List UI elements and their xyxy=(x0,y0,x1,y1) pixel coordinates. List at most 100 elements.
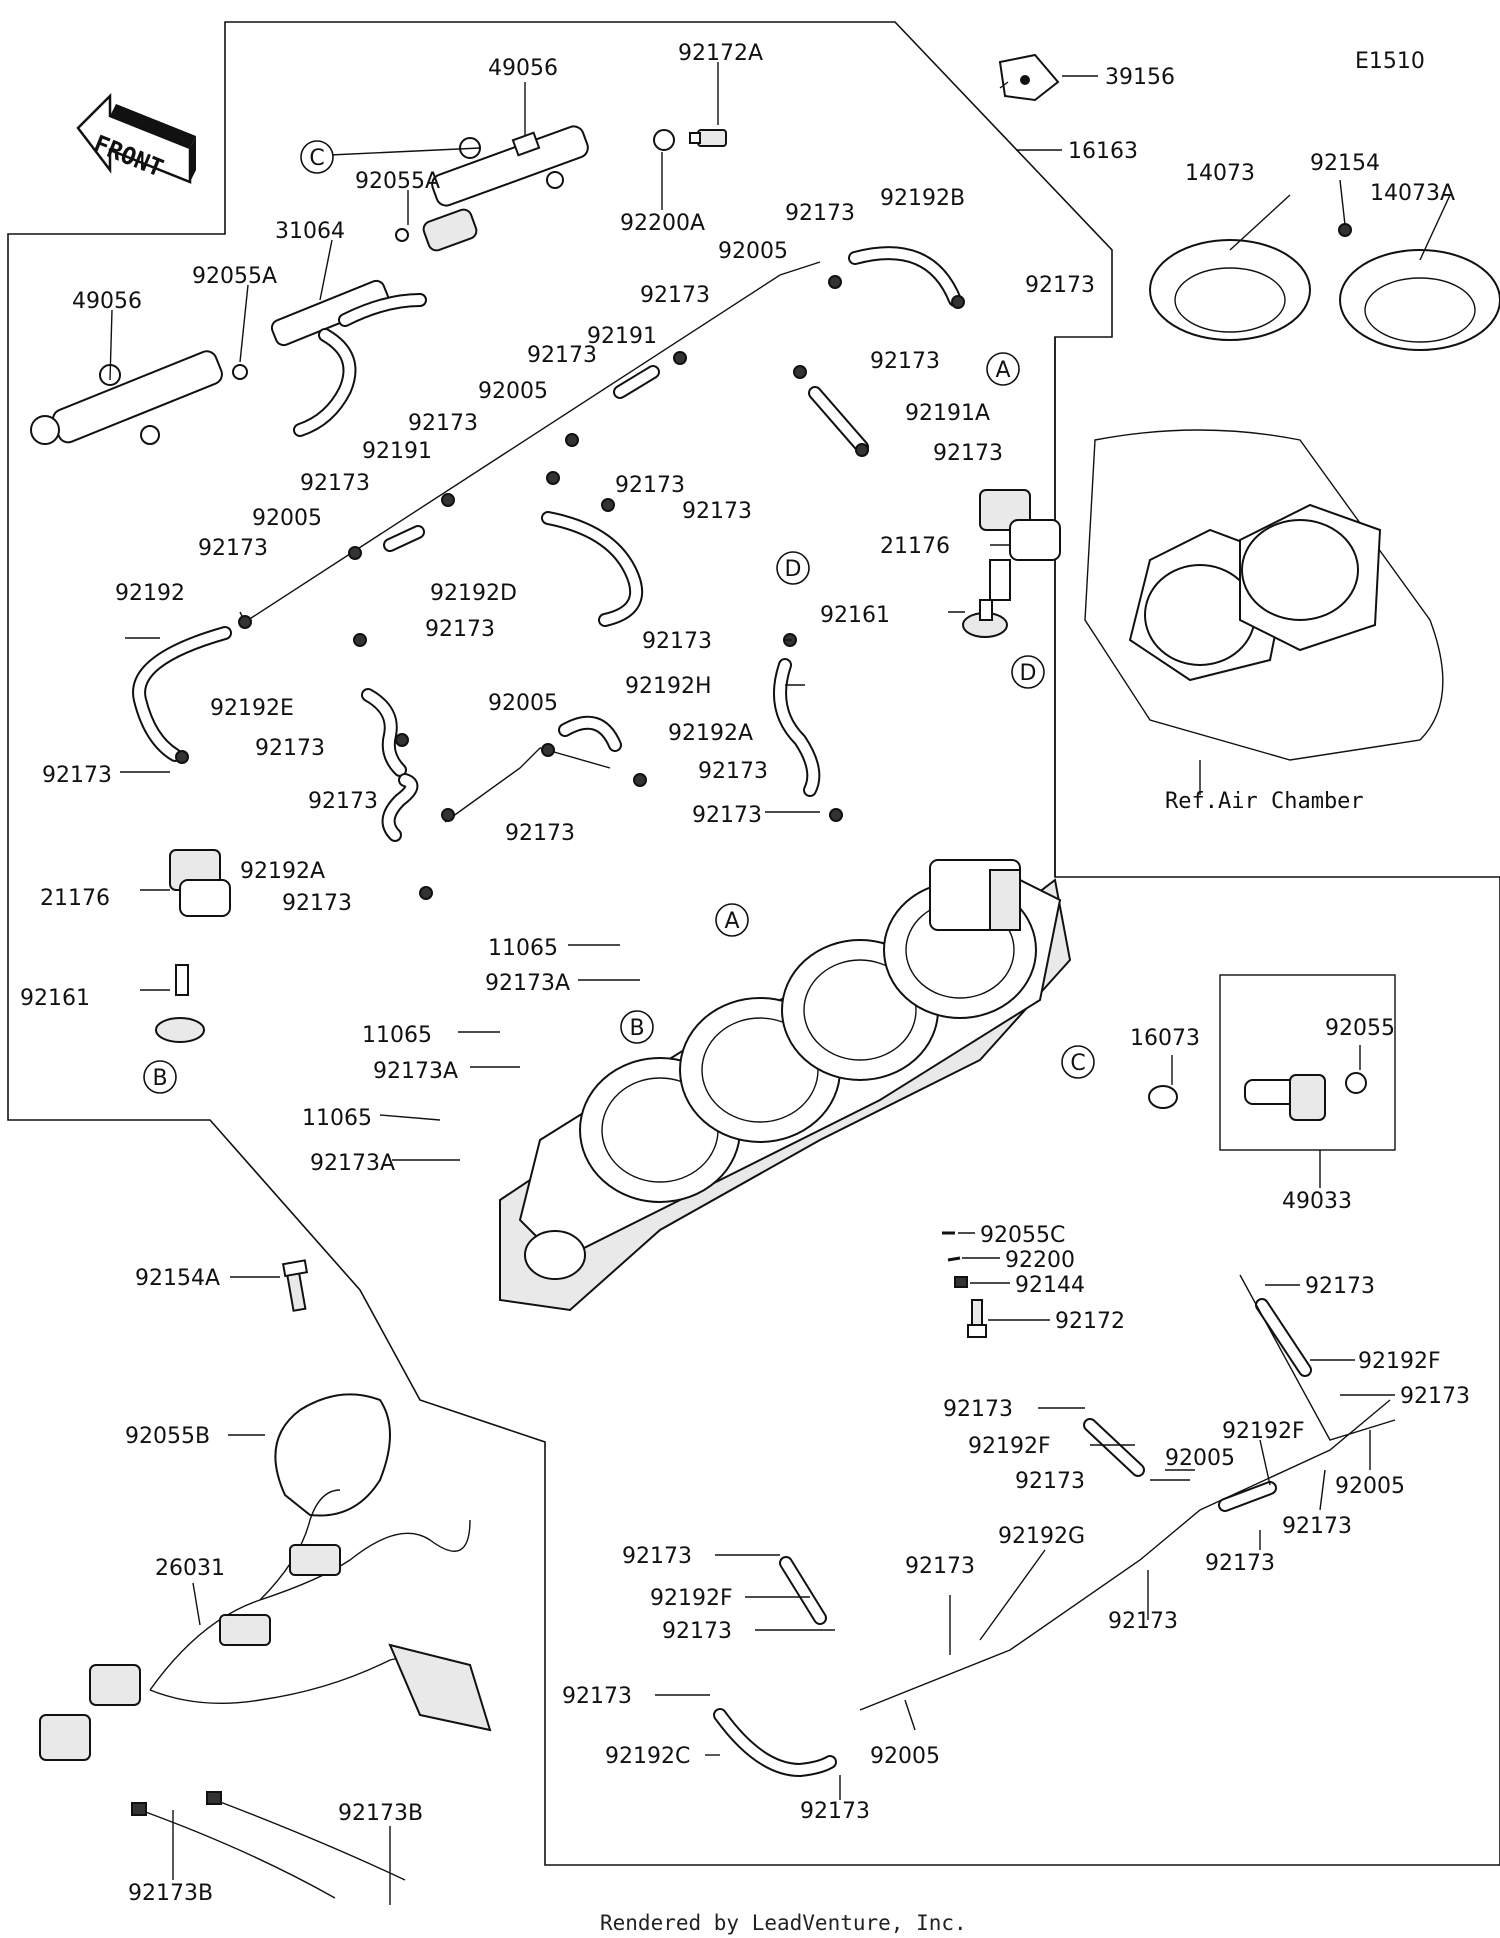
part-label: 92173 xyxy=(682,499,752,524)
part-label: 92173 xyxy=(622,1544,692,1569)
part-label: 92005 xyxy=(252,506,322,531)
part-label: 92192 xyxy=(115,581,185,606)
part-label: 92173 xyxy=(198,536,268,561)
part-label: 92191A xyxy=(905,401,990,426)
vacuum-hose-network xyxy=(132,246,962,842)
part-label: 92173 xyxy=(662,1619,732,1644)
part-label: 92192F xyxy=(968,1434,1051,1459)
part-label: 92055A xyxy=(355,169,440,194)
part-label: 92173 xyxy=(505,821,575,846)
part-39156-block xyxy=(998,53,1060,102)
part-label: 92173 xyxy=(800,1799,870,1824)
part-label: 92173 xyxy=(698,759,768,784)
part-label: 14073A xyxy=(1370,181,1455,206)
part-label: 92055B xyxy=(125,1424,210,1449)
part-label: 92172A xyxy=(678,41,763,66)
part-label: 92173A xyxy=(310,1151,395,1176)
part-label: 16163 xyxy=(1068,139,1138,164)
part-label: 92200A xyxy=(620,211,705,236)
part-label: 92055A xyxy=(192,264,277,289)
part-label: 31064 xyxy=(275,219,345,244)
part-label: 92173 xyxy=(1025,273,1095,298)
part-label: 92192F xyxy=(650,1586,733,1611)
part-label: 92173 xyxy=(1400,1384,1470,1409)
callout-letter: A xyxy=(724,909,739,934)
part-label: 92005 xyxy=(1165,1446,1235,1471)
part-label: 92192G xyxy=(998,1524,1085,1549)
part-label: 92173 xyxy=(933,441,1003,466)
callout-letter: D xyxy=(785,557,802,582)
part-label: 16073 xyxy=(1130,1026,1200,1051)
callout-letter: A xyxy=(995,358,1010,383)
part-label: 92154A xyxy=(135,1266,220,1291)
part-label: 92192A xyxy=(668,721,753,746)
part-label: 21176 xyxy=(880,534,950,559)
leader-lines xyxy=(109,62,1451,1905)
part-label: 92173 xyxy=(692,803,762,828)
part-label: 92173 xyxy=(615,473,685,498)
air-chamber-inset xyxy=(1084,223,1500,761)
callout-mark-a-2: A xyxy=(715,903,749,937)
callout-mark-b-2: B xyxy=(620,1010,654,1044)
part-label: 49033 xyxy=(1282,1189,1352,1214)
fuel-rail-upper xyxy=(422,125,589,252)
part-label: 92173 xyxy=(425,617,495,642)
part-label: 14073 xyxy=(1185,161,1255,186)
part-label: 49056 xyxy=(488,56,558,81)
part-label: 92173 xyxy=(562,1684,632,1709)
part-label: 92173 xyxy=(308,789,378,814)
part-label: 92173 xyxy=(943,1397,1013,1422)
part-label: 92055 xyxy=(1325,1016,1395,1041)
part-label: 92192C xyxy=(605,1744,690,1769)
callout-letter: C xyxy=(309,146,324,171)
diagram-code: E1510 xyxy=(1355,49,1425,74)
part-label: 92173B xyxy=(338,1801,423,1826)
bolt-92154A xyxy=(281,1259,309,1312)
part-label: 92154 xyxy=(1310,151,1380,176)
part-label: 92005 xyxy=(488,691,558,716)
part-label: 11065 xyxy=(362,1023,432,1048)
callout-mark-c-1: C xyxy=(300,140,334,174)
part-label: 92161 xyxy=(20,986,90,1011)
part-label: 92173 xyxy=(785,201,855,226)
part-label: 92005 xyxy=(1335,1474,1405,1499)
part-label: 92144 xyxy=(1015,1273,1085,1298)
part-label: 92173 xyxy=(408,411,478,436)
credit-text: Rendered by LeadVenture, Inc. xyxy=(600,1911,967,1935)
part-label: 11065 xyxy=(302,1106,372,1131)
part-label: 92173 xyxy=(1305,1274,1375,1299)
part-label: 92005 xyxy=(870,1744,940,1769)
bolt-92172A xyxy=(653,129,727,151)
part-label: 92173A xyxy=(373,1059,458,1084)
part-label: 92173A xyxy=(485,971,570,996)
part-label: 92192F xyxy=(1222,1419,1305,1444)
part-label: 92192D xyxy=(430,581,517,606)
part-label: 21176 xyxy=(40,886,110,911)
part-label: 92192H xyxy=(625,674,712,699)
part-label: 92173 xyxy=(300,471,370,496)
lower-vacuum-hoses xyxy=(713,1274,1396,1778)
part-label: 92192A xyxy=(240,859,325,884)
part-label: 92173 xyxy=(282,891,352,916)
part-label: 26031 xyxy=(155,1556,225,1581)
callout-mark-a-1: A xyxy=(986,352,1020,386)
part-label: 11065 xyxy=(488,936,558,961)
callout-letter: C xyxy=(1070,1051,1085,1076)
part-label: 49056 xyxy=(72,289,142,314)
diagram-frame xyxy=(7,21,1500,1866)
map-sensor-right xyxy=(962,489,1061,638)
part-label: 92173 xyxy=(1015,1469,1085,1494)
part-label: 92005 xyxy=(478,379,548,404)
part-label: 92173 xyxy=(1282,1514,1352,1539)
part-label: 92200 xyxy=(1005,1248,1075,1273)
fuel-rail-left xyxy=(30,350,223,445)
part-label: 39156 xyxy=(1105,65,1175,90)
callout-mark-b-1: B xyxy=(143,1060,177,1094)
callout-mark-d-2: D xyxy=(1011,655,1045,689)
part-label: 92173 xyxy=(640,283,710,308)
callout-mark-d-1: D xyxy=(776,551,810,585)
part-label: 92161 xyxy=(820,603,890,628)
part-label: 92192F xyxy=(1358,1349,1441,1374)
part-label: 92191 xyxy=(362,439,432,464)
